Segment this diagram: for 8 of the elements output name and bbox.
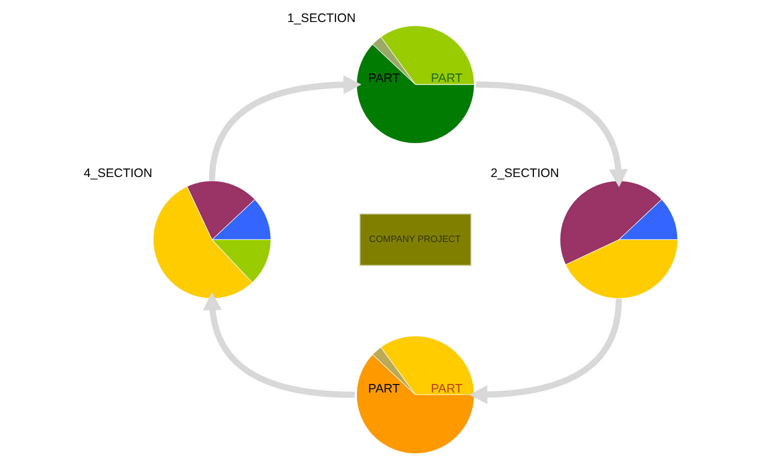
arrow (202, 292, 354, 398)
arrow (475, 81, 628, 188)
node-label: 2_SECTION (490, 166, 559, 180)
arrow (468, 298, 622, 404)
node-label: 4_SECTION (83, 166, 152, 180)
node-label: 1_SECTION (286, 11, 356, 25)
arrow (208, 75, 361, 181)
node-box: COMPANY PROJECT (358, 213, 471, 266)
